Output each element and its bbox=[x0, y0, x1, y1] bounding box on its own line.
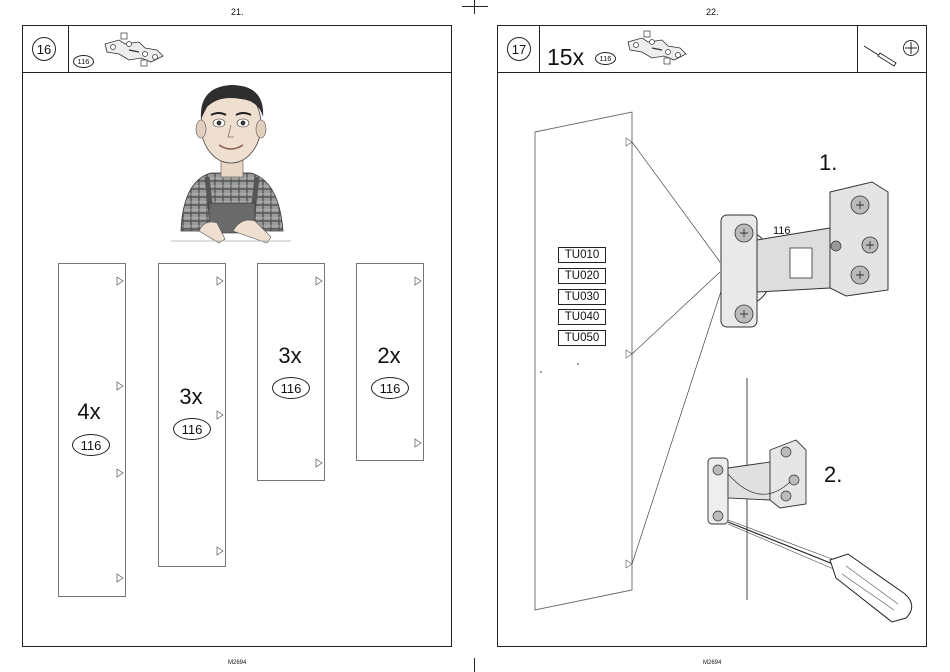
code-label: TU040 bbox=[558, 309, 606, 325]
step-label: 1. bbox=[819, 150, 837, 176]
code-label: TU030 bbox=[558, 289, 606, 305]
step-label: 2. bbox=[824, 462, 842, 488]
code-label: TU010 bbox=[558, 247, 606, 263]
hinge-detail bbox=[721, 182, 888, 327]
door-panel bbox=[535, 112, 632, 610]
part-label: 116 bbox=[773, 225, 791, 237]
hinge-detail-2 bbox=[708, 440, 912, 622]
code-label: TU050 bbox=[558, 330, 606, 346]
code-label: TU020 bbox=[558, 268, 606, 284]
